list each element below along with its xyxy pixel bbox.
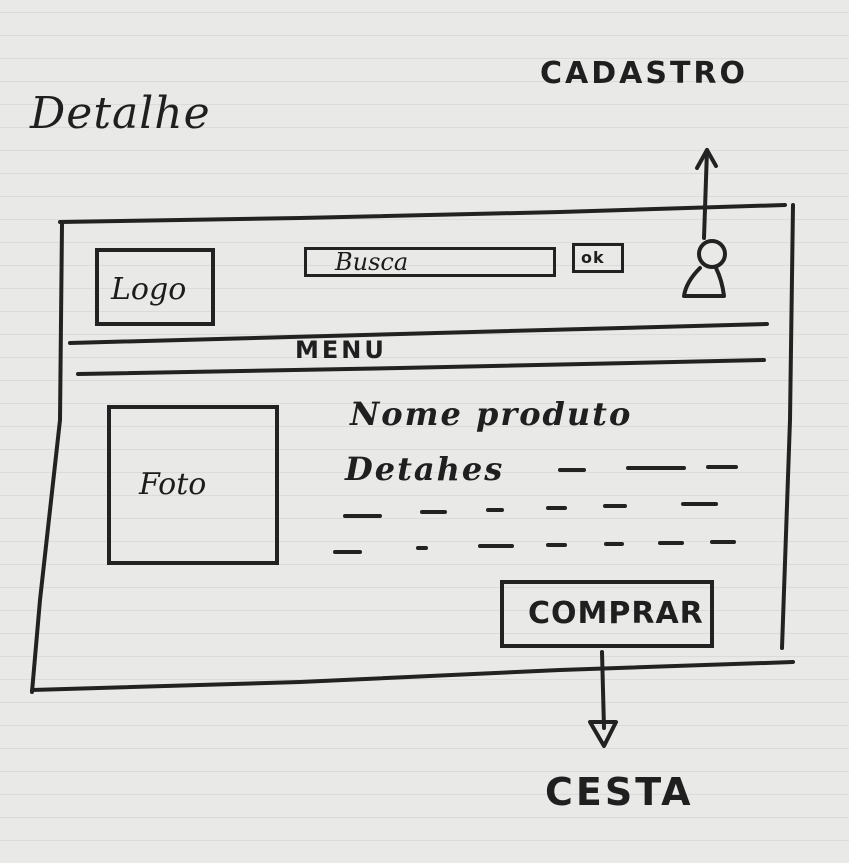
product-photo: Foto	[107, 405, 279, 565]
cadastro-label: CADASTRO	[540, 56, 749, 91]
menu-divider-line	[76, 358, 766, 376]
product-photo-label: Foto	[139, 467, 207, 502]
search-input[interactable]: Busca	[304, 247, 556, 277]
buy-button[interactable]: COMPRAR	[500, 580, 714, 648]
detail-placeholder-lines	[333, 465, 738, 554]
logo-label: Logo	[111, 272, 187, 307]
cesta-label: CESTA	[545, 770, 694, 814]
user-icon	[682, 239, 727, 298]
product-details: Detahes	[345, 450, 505, 488]
search-ok-label: ok	[581, 248, 605, 267]
logo: Logo	[95, 248, 215, 326]
frame-bottom-line	[30, 660, 795, 692]
cadastro-arrow	[702, 148, 709, 240]
frame-top-line	[58, 203, 787, 224]
menu-bar[interactable]: MENU	[295, 336, 387, 364]
search-ok-button[interactable]: ok	[572, 243, 624, 273]
buy-button-label: COMPRAR	[528, 596, 704, 631]
cesta-arrow	[600, 650, 606, 730]
page-title: Detalhe	[30, 88, 211, 139]
product-name: Nome produto	[350, 395, 633, 433]
search-placeholder: Busca	[335, 248, 409, 276]
frame-left-line	[30, 222, 64, 694]
header-divider-line	[68, 322, 769, 345]
frame-right-line	[780, 203, 795, 650]
